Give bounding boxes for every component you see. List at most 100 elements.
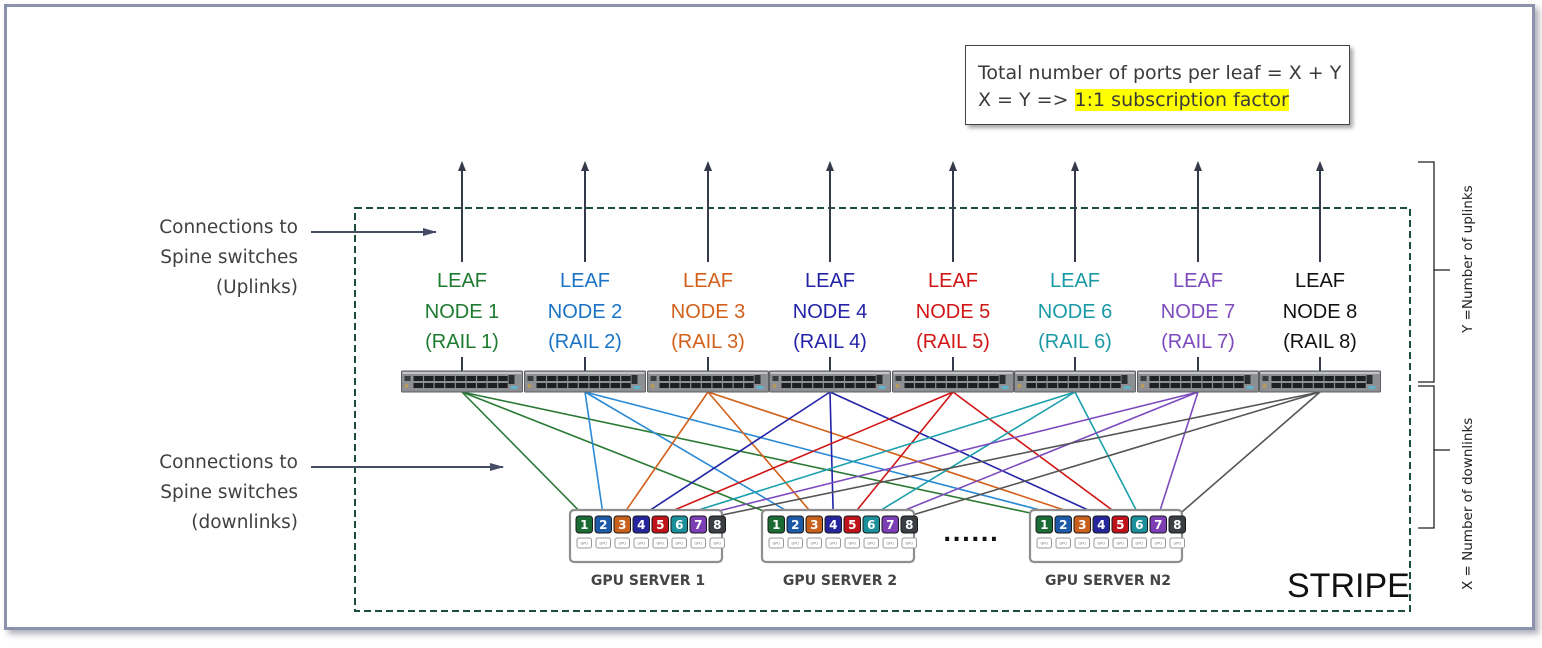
- nic-port-7[interactable]: [881, 515, 899, 534]
- nic-port-1[interactable]: [767, 515, 785, 534]
- gpu-chip: [709, 537, 725, 549]
- switch-port: [1111, 383, 1121, 388]
- nic-port-2[interactable]: [1054, 515, 1072, 534]
- switch-port: [536, 376, 546, 381]
- downlink-cable-leaf8-server3: [1176, 391, 1321, 517]
- leaf-switch-3[interactable]: [647, 370, 769, 393]
- downlink-cable-leaf1-server1: [461, 391, 585, 517]
- gpu-chip: [1169, 537, 1185, 549]
- switch-port: [413, 376, 423, 381]
- leaf-switch-4[interactable]: [769, 370, 891, 393]
- switch-port: [723, 376, 733, 381]
- nic-port-3[interactable]: [805, 515, 823, 534]
- switch-port: [536, 383, 546, 388]
- switch-port: [936, 383, 946, 388]
- switch-port: [621, 376, 631, 381]
- switch-port: [1345, 383, 1356, 388]
- nic-port-5[interactable]: [843, 515, 861, 534]
- nic-port-4[interactable]: [632, 515, 650, 534]
- switch-port: [1170, 376, 1181, 381]
- switch-port: [1213, 383, 1223, 388]
- nic-port-2[interactable]: [594, 515, 612, 534]
- switch-port: [1100, 383, 1111, 388]
- switch-port: [1068, 376, 1079, 381]
- nic-port-5[interactable]: [651, 515, 669, 534]
- switch-status-light: [1368, 386, 1376, 389]
- nic-port-7[interactable]: [689, 515, 707, 534]
- switch-mgmt-port: [404, 376, 411, 381]
- downlink-cable-leaf7-server2: [889, 391, 1199, 517]
- nic-port-2[interactable]: [786, 515, 804, 534]
- leaf-switch-7[interactable]: [1137, 370, 1259, 393]
- nic-port-3[interactable]: [1073, 515, 1091, 534]
- leaf-switch-5[interactable]: [892, 370, 1014, 393]
- nic-port-3[interactable]: [613, 515, 631, 534]
- gpu-chip: [1074, 537, 1090, 549]
- switch-port: [610, 376, 621, 381]
- gpu-chip: [652, 537, 668, 549]
- nic-port-1[interactable]: [1035, 515, 1053, 534]
- nic-port-7[interactable]: [1149, 515, 1167, 534]
- switch-led: [895, 384, 900, 388]
- switch-port: [600, 376, 610, 381]
- nic-port-4[interactable]: [1092, 515, 1110, 534]
- leaf-switch-8[interactable]: [1259, 370, 1381, 393]
- nic-port-5[interactable]: [1111, 515, 1129, 534]
- switch-port: [434, 376, 445, 381]
- switch-console-port: [999, 375, 1006, 384]
- gpu-chip: [671, 537, 687, 549]
- switch-port: [1181, 383, 1191, 388]
- gpu-chip-label: GPU: [829, 542, 837, 546]
- nic-port-number: 3: [810, 518, 818, 532]
- nic-port-4[interactable]: [824, 515, 842, 534]
- leaf-switch-2[interactable]: [524, 370, 646, 393]
- gpu-chip-label: GPU: [810, 542, 818, 546]
- subscription-info-box: Total number of ports per leaf = X + Y X…: [965, 45, 1350, 125]
- nic-port-1[interactable]: [575, 515, 593, 534]
- switch-port: [1345, 376, 1356, 381]
- leaf-label-line3: (RAIL 7): [1161, 331, 1235, 353]
- downlink-cables: [461, 391, 1321, 517]
- nic-port-8[interactable]: [1168, 515, 1186, 534]
- server-label: GPU SERVER 1: [591, 573, 705, 589]
- gpu-chip-label: GPU: [886, 542, 894, 546]
- nic-port-8[interactable]: [900, 515, 918, 534]
- gpu-chip-label: GPU: [1116, 542, 1124, 546]
- switch-port: [498, 383, 508, 388]
- switch-port: [744, 376, 754, 381]
- switch-status-light: [510, 386, 518, 389]
- switch-chassis: [1259, 370, 1381, 393]
- switch-port: [723, 383, 733, 388]
- nic-port-8[interactable]: [708, 515, 726, 534]
- switch-port: [557, 376, 568, 381]
- downlink-cable-leaf2-server3: [584, 391, 1064, 517]
- switch-port: [670, 383, 680, 388]
- label-x-downlinks: X = Number of downlinks: [1460, 418, 1476, 590]
- switch-port: [1047, 376, 1058, 381]
- switch-port: [855, 383, 866, 388]
- switch-port: [1090, 376, 1100, 381]
- bracket-downlinks: [1418, 385, 1450, 529]
- leaf-switch-1[interactable]: [401, 370, 523, 393]
- leaf-switch-6[interactable]: [1014, 370, 1136, 393]
- callout-downlinks-line1: Connections to: [159, 452, 298, 473]
- leaf-label-line1: LEAF: [1295, 270, 1345, 292]
- nic-port-6[interactable]: [1130, 515, 1148, 534]
- gpu-chip-label: GPU: [905, 542, 913, 546]
- switch-led: [772, 384, 777, 388]
- nic-port-6[interactable]: [670, 515, 688, 534]
- switch-port: [957, 383, 967, 388]
- nic-port-6[interactable]: [862, 515, 880, 534]
